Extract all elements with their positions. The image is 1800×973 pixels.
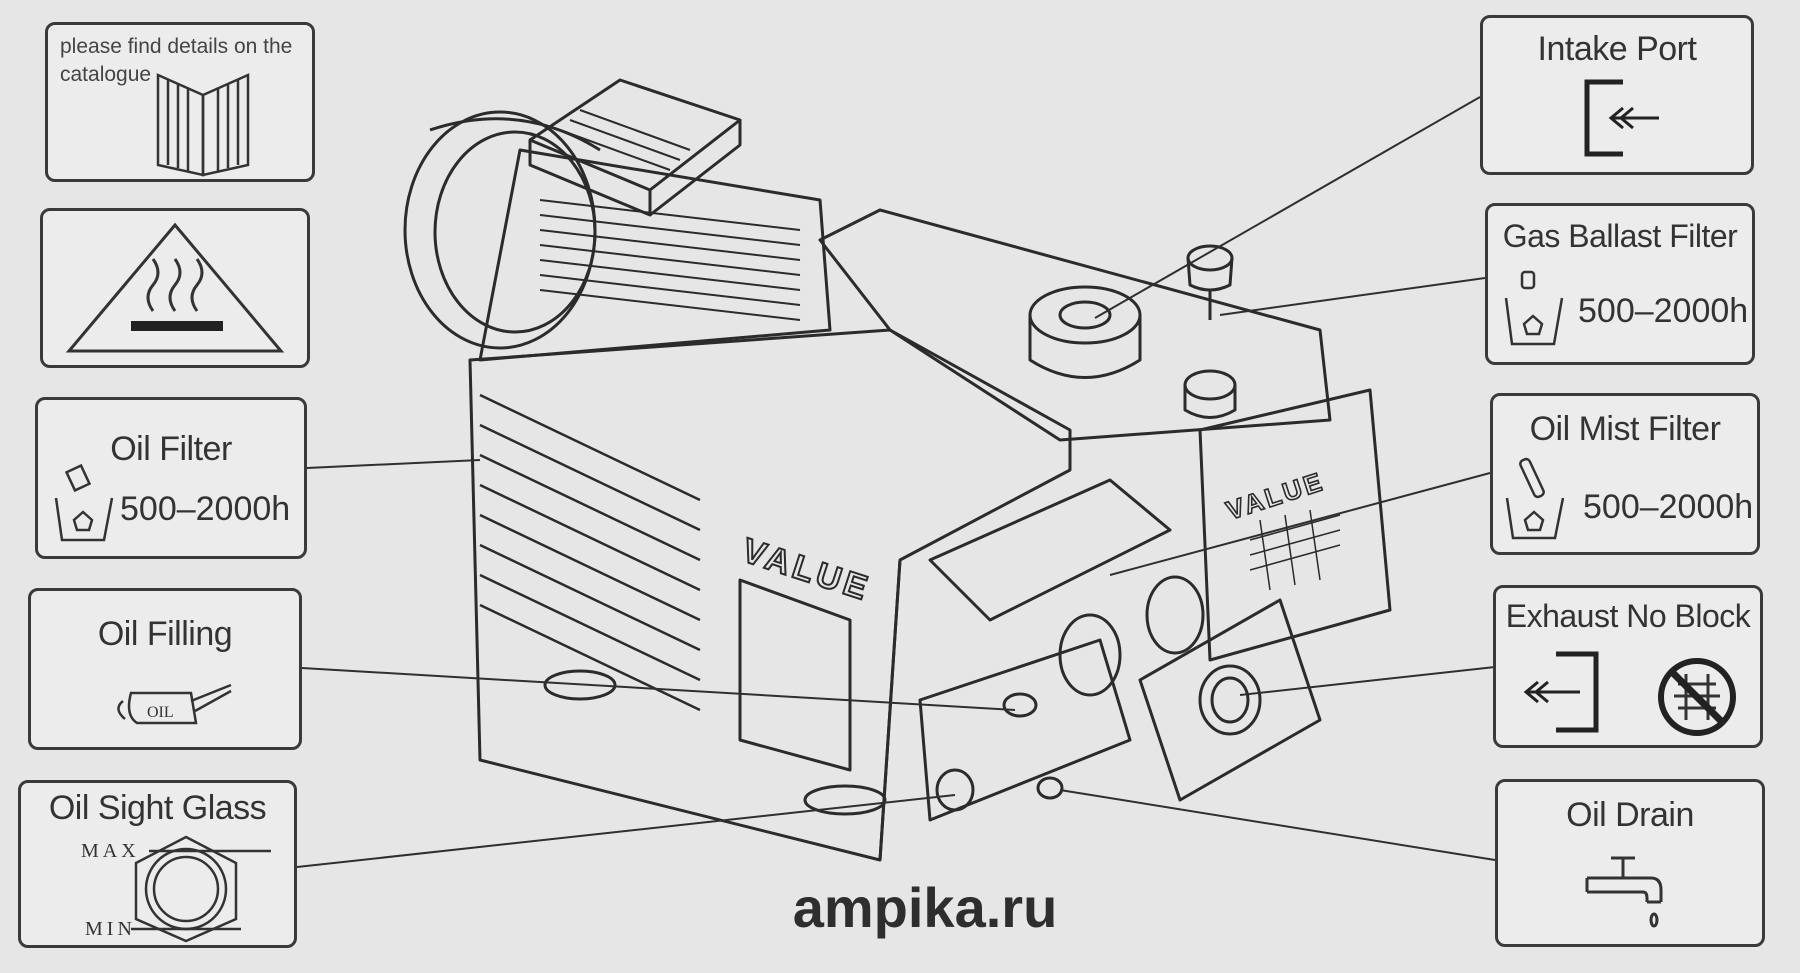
exhaust-no-block-title: Exhaust No Block bbox=[1505, 598, 1751, 634]
oil-filter-title: Oil Filter bbox=[110, 430, 232, 468]
exhaust-no-block-box: Exhaust No Block bbox=[1493, 585, 1763, 748]
filter-bin-icon bbox=[1504, 270, 1564, 346]
filter-bin-icon bbox=[54, 463, 114, 542]
book-icon bbox=[156, 73, 250, 177]
max-label: MAX bbox=[81, 840, 140, 862]
intake-port-body bbox=[1028, 285, 1142, 345]
oil-mist-hours: 500–2000h bbox=[1583, 488, 1754, 526]
oil-mist-filter-title: Oil Mist Filter bbox=[1529, 410, 1721, 448]
oil-sight-glass-title: Oil Sight Glass bbox=[48, 789, 267, 827]
oil-can-icon: OIL bbox=[117, 683, 232, 725]
gas-ballast-knob bbox=[1186, 244, 1234, 272]
terminal-box bbox=[528, 78, 742, 192]
oil-mist-filter-box: Oil Mist Filter 500–2000h bbox=[1490, 393, 1760, 555]
sight-glass-icon: MAX MIN bbox=[81, 835, 271, 943]
min-label: MIN bbox=[85, 918, 136, 940]
brand-logo-main: VALUE bbox=[738, 531, 876, 608]
oil-sight-glass-box: Oil Sight Glass MAX MIN bbox=[18, 780, 297, 948]
oil-filter-box: Oil Filter 500–2000h bbox=[35, 397, 307, 559]
catalogue-box: please find details on the catalogue bbox=[45, 22, 315, 182]
pump-top bbox=[818, 208, 1332, 442]
watermark: ampika.ru bbox=[792, 876, 1058, 939]
hot-surface-box bbox=[40, 208, 310, 368]
oil-filling-box: Oil Filling OIL bbox=[28, 588, 302, 750]
filter-bin-icon bbox=[1505, 457, 1565, 540]
oil-drain-title: Oil Drain bbox=[1566, 796, 1694, 834]
end-block bbox=[1198, 388, 1392, 662]
motor-end-cap bbox=[403, 110, 597, 350]
oil-can-text: OIL bbox=[147, 704, 174, 721]
gas-ballast-hours: 500–2000h bbox=[1578, 292, 1749, 330]
intake-port-title: Intake Port bbox=[1537, 30, 1697, 68]
intake-arrow-icon bbox=[1584, 79, 1659, 157]
oil-filling-title: Oil Filling bbox=[97, 615, 233, 653]
oil-reservoir bbox=[468, 328, 1072, 862]
oil-filter-hours: 500–2000h bbox=[120, 490, 291, 528]
oil-drain-box: Oil Drain bbox=[1495, 779, 1765, 947]
brand-logo-side: VALUE bbox=[1223, 466, 1329, 526]
no-block-icon bbox=[1658, 658, 1736, 736]
leader-lines bbox=[296, 96, 1496, 868]
exhaust-flange bbox=[1138, 598, 1322, 802]
catalogue-text: please find details on the catalogue bbox=[60, 35, 293, 86]
oil-mist-cylinder bbox=[928, 478, 1172, 622]
exhaust-arrow-icon bbox=[1523, 651, 1599, 733]
hot-surface-warning-icon bbox=[65, 222, 285, 353]
gas-ballast-filter-title: Gas Ballast Filter bbox=[1502, 218, 1738, 254]
motor-body bbox=[478, 148, 832, 362]
intake-port-box: Intake Port bbox=[1480, 15, 1754, 175]
faucet-icon bbox=[1585, 856, 1663, 928]
gas-ballast-filter-box: Gas Ballast Filter 500–2000h bbox=[1485, 203, 1755, 365]
